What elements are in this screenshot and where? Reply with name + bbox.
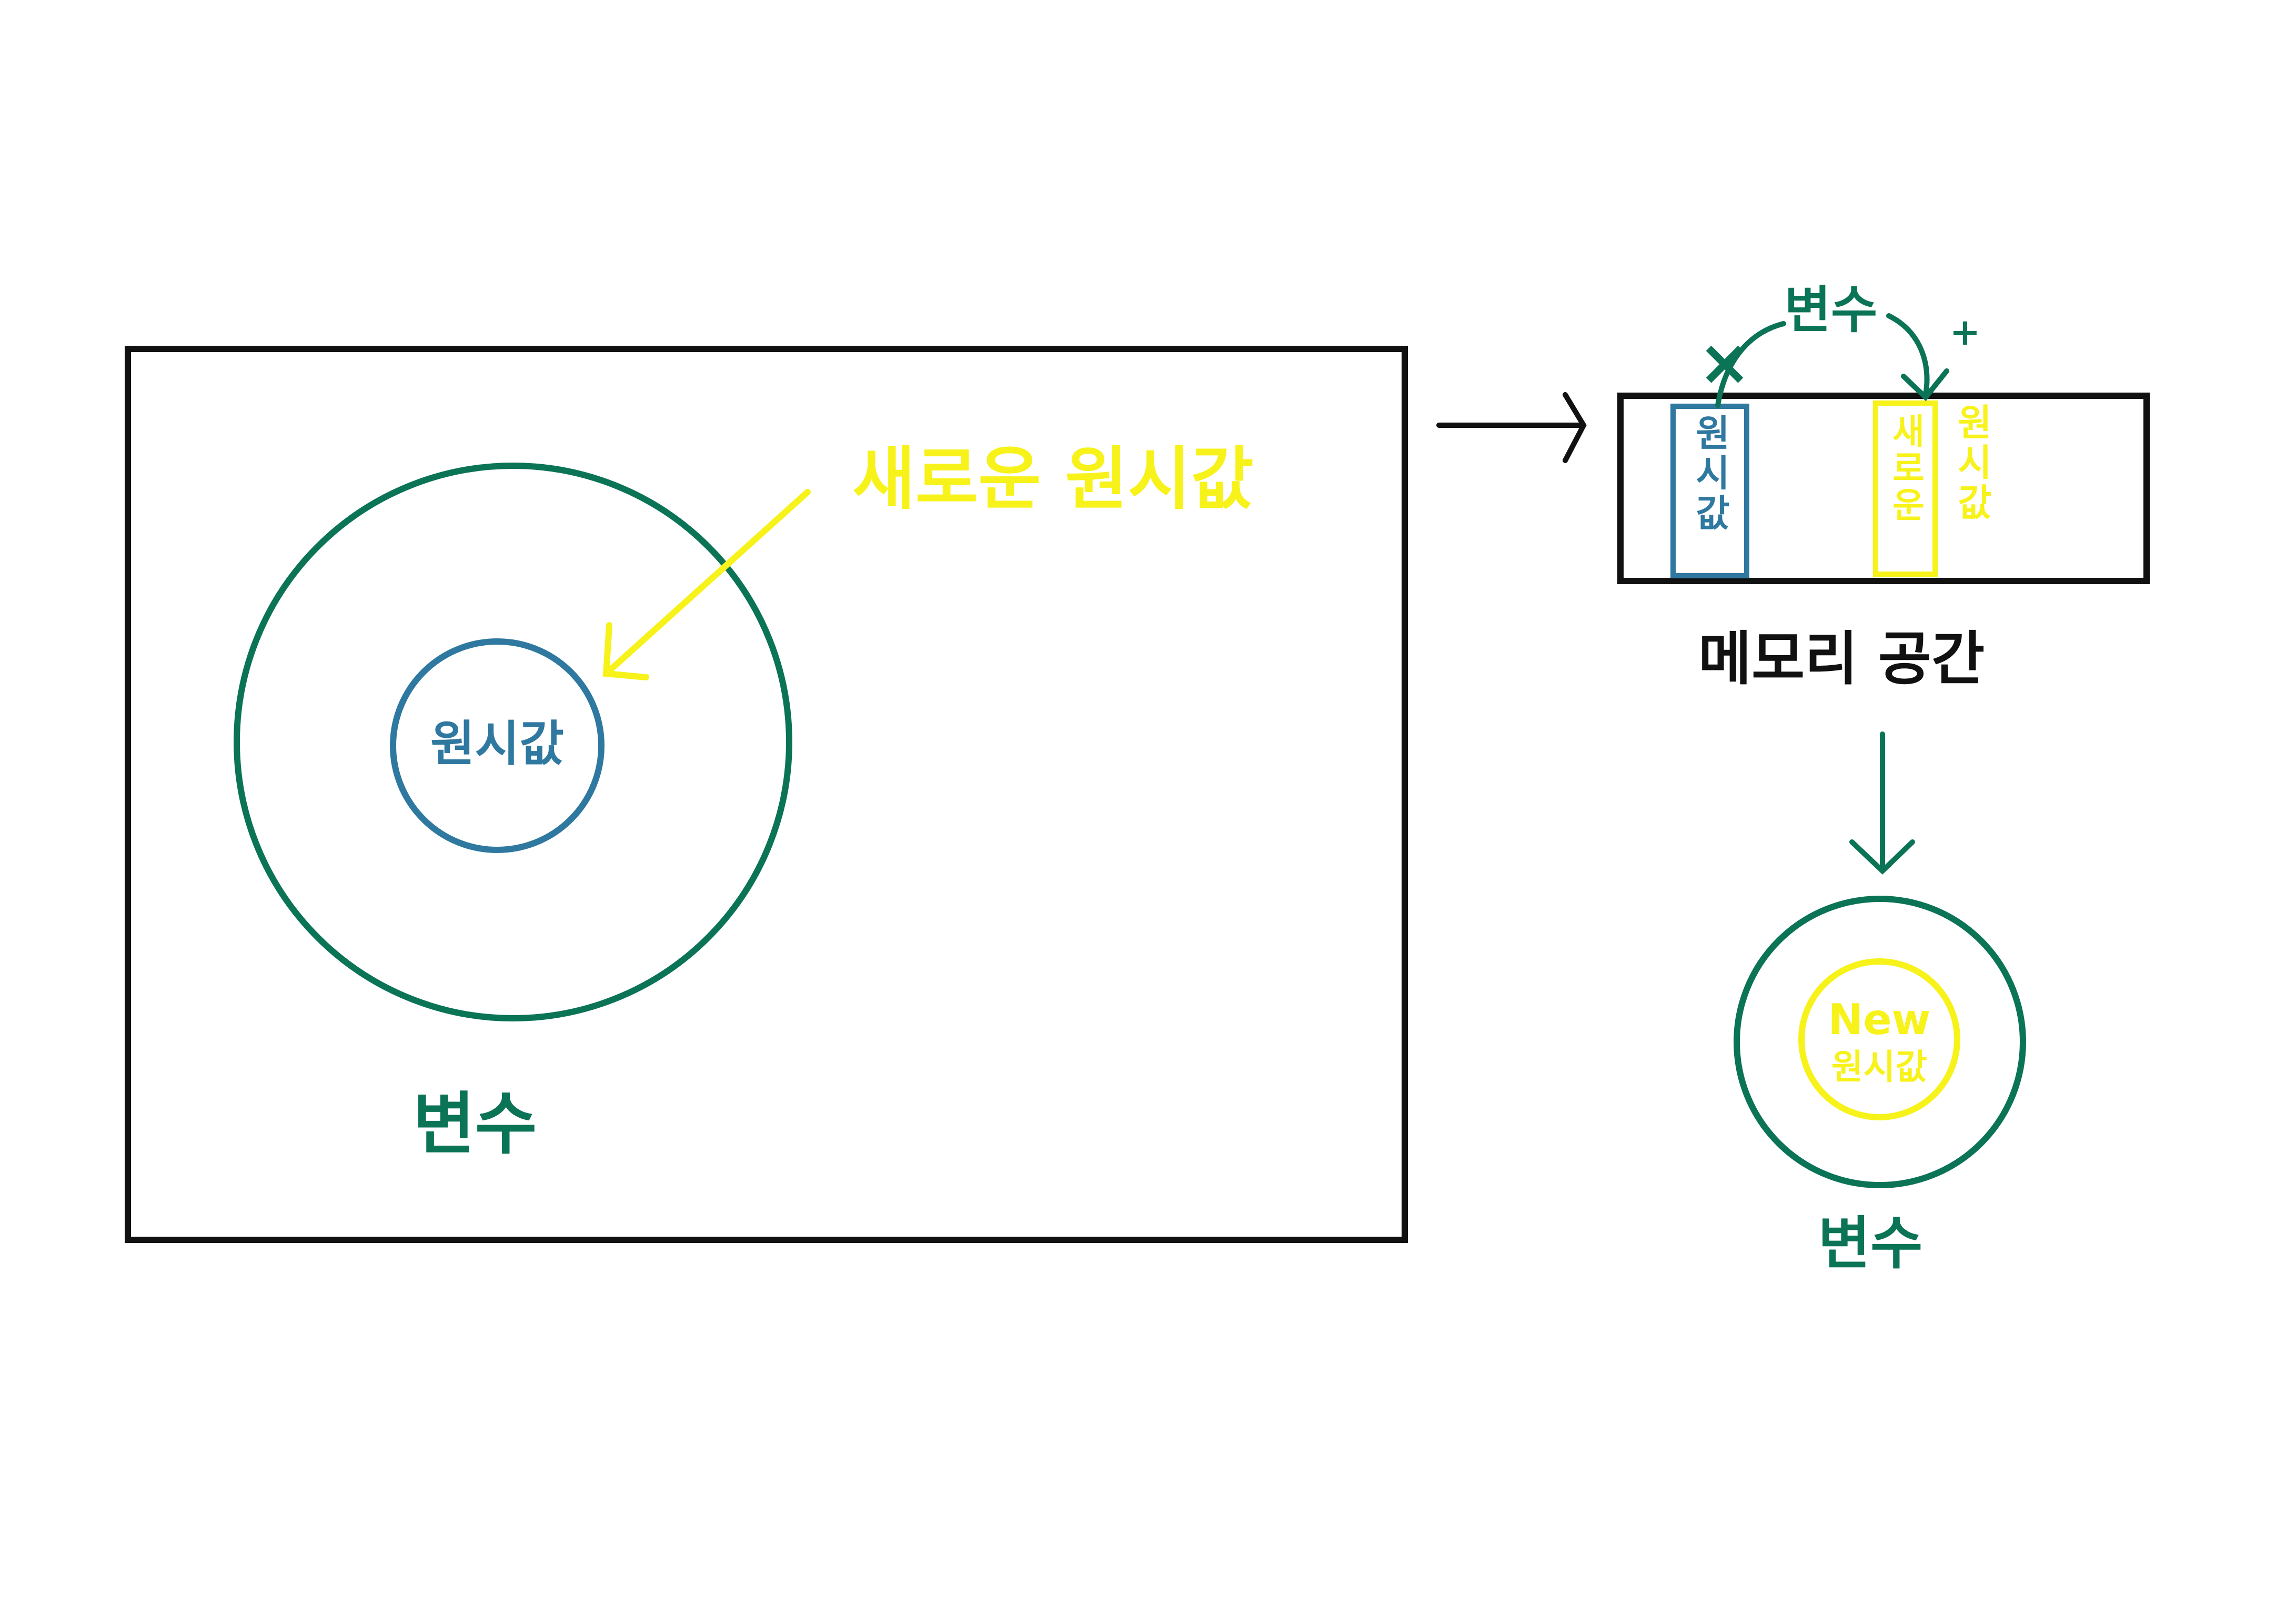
result-new-label: New — [1828, 995, 1930, 1044]
memory-variable-label: 변수 — [1785, 280, 1878, 339]
new-primitive-label: 새로운 원시값 — [852, 439, 1254, 519]
variable-circle — [234, 463, 792, 1021]
variable-pointer-arcs — [1715, 313, 1949, 408]
memory-caption: 메모리 공간 — [1698, 625, 1985, 693]
result-variable-label: 변수 — [1818, 1211, 1923, 1277]
memory-block — [1617, 393, 2150, 584]
variable-label-left: 변수 — [413, 1085, 537, 1164]
left-frame — [125, 346, 1408, 1243]
new-primitive-arrow-icon — [602, 489, 811, 680]
result-new-value-circle — [1798, 958, 1960, 1120]
memory-plus-mark: + — [1950, 310, 1981, 354]
memory-cell-new-label: 새로운 — [1886, 413, 1926, 524]
primitive-circle — [390, 638, 605, 853]
arrow-right-icon — [1436, 392, 1587, 463]
arrow-down-icon — [1849, 731, 1915, 875]
memory-old-link-cross-icon: × — [1698, 326, 1751, 399]
memory-cell-old — [1670, 404, 1749, 578]
result-variable-circle — [1734, 896, 2026, 1188]
memory-cell-old-label: 원시값 — [1688, 414, 1731, 534]
memory-cell-new-overflow-label: 원시값 — [1950, 403, 1993, 523]
memory-cell-new — [1873, 400, 1938, 577]
result-primitive-label: 원시값 — [1831, 1047, 1927, 1087]
primitive-value-label: 원시값 — [430, 716, 564, 772]
